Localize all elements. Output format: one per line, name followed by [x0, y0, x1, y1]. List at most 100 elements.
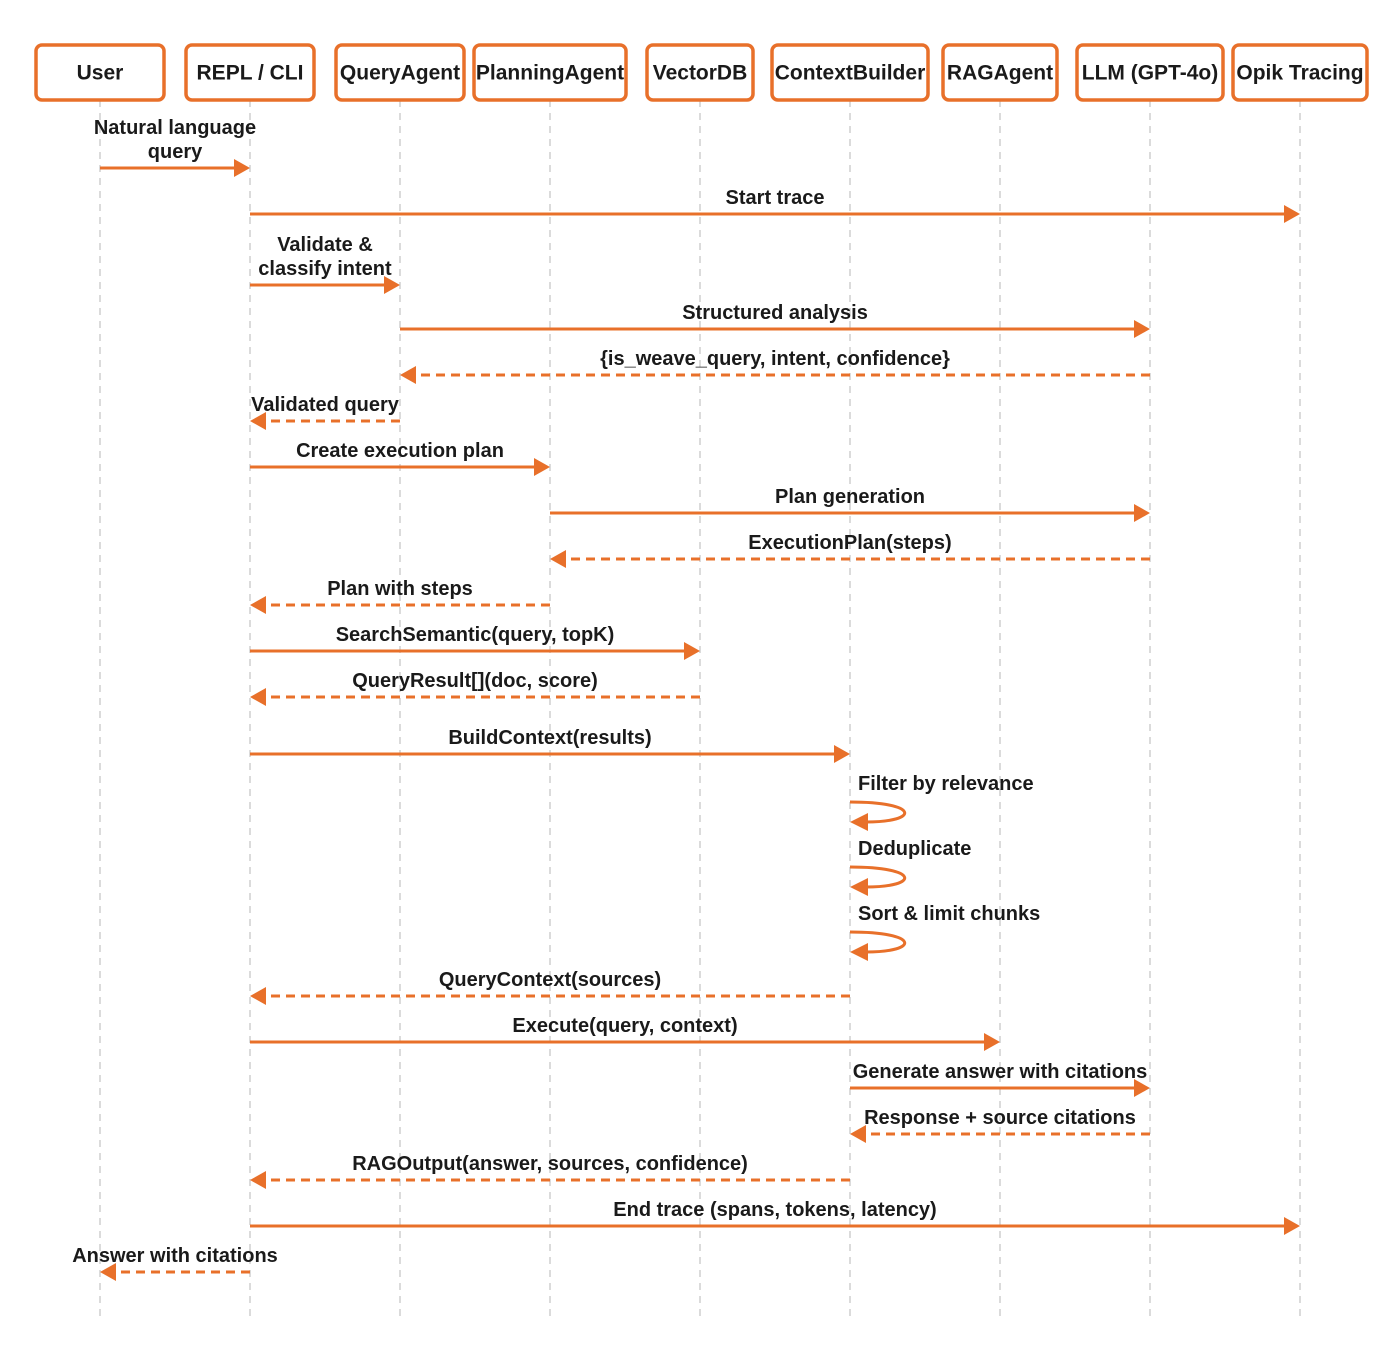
message-18: Execute(query, context) [250, 1015, 1000, 1051]
message-label: Deduplicate [858, 838, 971, 860]
message-label: BuildContext(results) [448, 727, 651, 749]
message-label: Start trace [726, 187, 825, 209]
message-label: Generate answer with citations [853, 1061, 1148, 1083]
arrow-head [384, 276, 400, 294]
message-label: End trace (spans, tokens, latency) [613, 1199, 936, 1221]
participant-planningagent: PlanningAgent [472, 43, 628, 102]
message-14: Filter by relevance [849, 773, 1034, 831]
arrow-head [1284, 1217, 1300, 1235]
participant-ragagent: RAGAgent [941, 43, 1059, 102]
message-8: Plan generation [550, 486, 1150, 522]
arrow-head [234, 159, 250, 177]
message-22: End trace (spans, tokens, latency) [250, 1199, 1300, 1235]
arrow-head [250, 688, 266, 706]
arrow-head [834, 745, 850, 763]
participant-box [941, 43, 1059, 102]
message-label: Plan with steps [327, 578, 473, 600]
message-label: QueryResult[](doc, score) [352, 670, 598, 692]
message-label: RAGOutput(answer, sources, confidence) [352, 1153, 748, 1175]
participant-contextbuilder: ContextBuilder [770, 43, 930, 102]
participant-box [334, 43, 466, 102]
arrow-head [534, 458, 550, 476]
message-label: Structured analysis [682, 302, 868, 324]
message-5: {is_weave_query, intent, confidence} [400, 348, 1150, 384]
participant-box [184, 43, 316, 102]
arrow-head [850, 943, 868, 961]
message-4: Structured analysis [400, 302, 1150, 338]
participant-opik-tracing: Opik Tracing [1231, 43, 1369, 102]
message-6: Validated query [250, 394, 400, 430]
arrow-head [250, 1171, 266, 1189]
participant-queryagent: QueryAgent [334, 43, 466, 102]
message-label: Validate & [277, 234, 373, 256]
arrow-head [850, 878, 868, 896]
message-13: BuildContext(results) [250, 727, 850, 763]
message-11: SearchSemantic(query, topK) [250, 624, 700, 660]
participant-label: Opik Tracing [1236, 62, 1363, 85]
self-call-loop [849, 930, 906, 954]
participant-label: RAGAgent [947, 62, 1053, 85]
message-label: Natural language [94, 117, 256, 139]
message-17: QueryContext(sources) [250, 969, 850, 1005]
arrow-head [1134, 320, 1150, 338]
message-12: QueryResult[](doc, score) [250, 670, 700, 706]
participant-label: PlanningAgent [476, 62, 624, 85]
participant-label: User [77, 62, 124, 85]
participant-repl-cli: REPL / CLI [184, 43, 316, 102]
participant-llm-gpt-4o: LLM (GPT-4o) [1075, 43, 1225, 102]
self-call-loop [849, 865, 906, 889]
message-label: {is_weave_query, intent, confidence} [600, 348, 950, 370]
participant-label: REPL / CLI [197, 62, 304, 85]
arrow-head [1134, 504, 1150, 522]
message-7: Create execution plan [250, 440, 550, 476]
participant-box [770, 43, 930, 102]
participant-box [1075, 43, 1225, 102]
message-label: SearchSemantic(query, topK) [336, 624, 615, 646]
participant-label: ContextBuilder [775, 62, 926, 85]
arrow-head [250, 596, 266, 614]
participants: User REPL / CLI QueryAgent PlanningAgent Vec… [34, 43, 1369, 102]
arrow-head [1284, 205, 1300, 223]
participant-label: VectorDB [653, 62, 748, 85]
participant-label: LLM (GPT-4o) [1082, 62, 1218, 85]
message-9: ExecutionPlan(steps) [550, 532, 1150, 568]
arrow-head [684, 642, 700, 660]
participant-box [472, 43, 628, 102]
lifelines [99, 100, 1301, 1318]
arrow-head [850, 1125, 866, 1143]
message-label: classify intent [258, 258, 392, 280]
participant-box [1231, 43, 1369, 102]
participant-vectordb: VectorDB [645, 43, 755, 102]
participant-box [645, 43, 755, 102]
message-label: Plan generation [775, 486, 925, 508]
message-label: QueryContext(sources) [439, 969, 661, 991]
message-label: Filter by relevance [858, 773, 1034, 795]
arrow-head [850, 813, 868, 831]
message-label: Answer with citations [72, 1245, 278, 1267]
message-label: Response + source citations [864, 1107, 1136, 1129]
arrow-head [1134, 1079, 1150, 1097]
message-10: Plan with steps [250, 578, 550, 614]
message-16: Sort & limit chunks [849, 903, 1040, 961]
arrow-head [250, 987, 266, 1005]
message-label: Execute(query, context) [512, 1015, 737, 1037]
message-21: RAGOutput(answer, sources, confidence) [250, 1153, 850, 1189]
message-label: ExecutionPlan(steps) [748, 532, 951, 554]
arrow-head [250, 412, 266, 430]
arrow-head [984, 1033, 1000, 1051]
message-2: Start trace [250, 187, 1300, 223]
participant-user: User [34, 43, 166, 102]
message-23: Answer with citations [72, 1245, 278, 1281]
message-3: Validate &classify intent [250, 234, 400, 294]
participant-label: QueryAgent [340, 62, 460, 85]
message-label: Sort & limit chunks [858, 903, 1040, 925]
message-20: Response + source citations [850, 1107, 1150, 1143]
message-label: Validated query [251, 394, 400, 416]
message-label: query [148, 141, 203, 163]
arrow-head [550, 550, 566, 568]
self-call-loop [849, 800, 906, 824]
message-label: Create execution plan [296, 440, 504, 462]
